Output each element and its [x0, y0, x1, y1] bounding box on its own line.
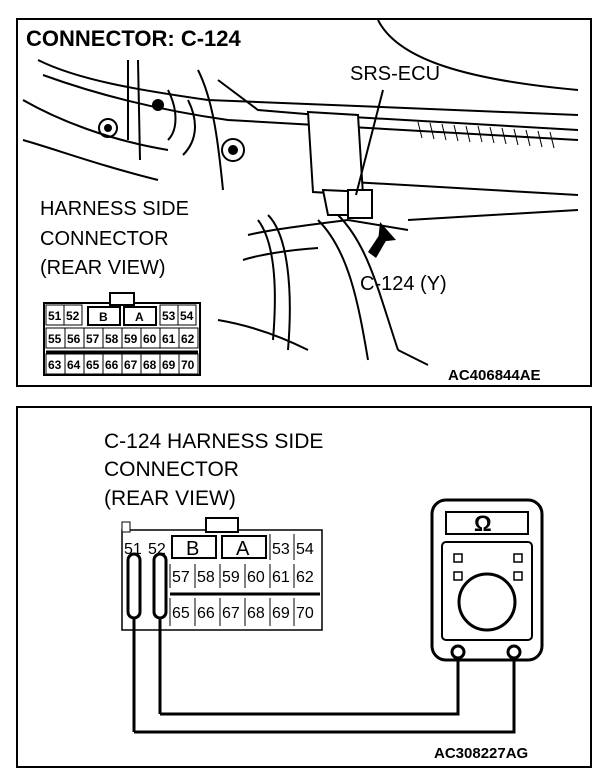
harness-label-line-3: (REAR VIEW) [40, 257, 166, 279]
pin-label: B [99, 310, 108, 324]
pin-label: 70 [181, 358, 195, 372]
ecu-leader-line [355, 89, 384, 196]
pin-label: 57 [86, 332, 100, 346]
pin-label: 53 [272, 541, 290, 558]
pin-label: 58 [197, 569, 215, 586]
pin-label: 62 [181, 332, 195, 346]
pin-label: 63 [48, 358, 62, 372]
pin-label: 55 [48, 332, 62, 346]
pin-label: 60 [247, 569, 265, 586]
pin-label: 51 [48, 309, 62, 323]
label-line-2: CONNECTOR [104, 458, 239, 481]
test-probe-2 [152, 552, 168, 714]
pin-label: 66 [105, 358, 119, 372]
harness-label-line-1: HARNESS SIDE [40, 198, 189, 220]
pin-label: 53 [162, 309, 176, 323]
pin-label: 69 [272, 605, 290, 622]
test-leads [134, 654, 516, 734]
pin-label: 66 [197, 605, 215, 622]
pin-label: 52 [66, 309, 80, 323]
pin-label: 67 [222, 605, 240, 622]
pin-label: 54 [296, 541, 314, 558]
vehicle-location-illustration: CONNECTOR: C-124 SRS-ECU HARNESS SIDE CO… [22, 19, 579, 384]
connector-arrow [368, 222, 396, 258]
pin-label: 65 [86, 358, 100, 372]
label-line-3: (REAR VIEW) [104, 487, 236, 510]
figure-code-top: AC406844AE [448, 367, 541, 384]
pin-label: 65 [172, 605, 190, 622]
connector-callout: C-124 (Y) [360, 273, 447, 295]
pin-label: 60 [143, 332, 157, 346]
connector-face-bottom: 51 52 B A 53 54 5 5 57 58 59 60 61 62 65 [121, 517, 323, 631]
connector-location-panel: CONNECTOR: C-124 SRS-ECU HARNESS SIDE CO… [16, 18, 592, 387]
label-line-1: C-124 HARNESS SIDE [104, 430, 323, 453]
ohm-icon: Ω [474, 511, 492, 536]
test-probe-1 [126, 552, 142, 732]
dash-hatching [417, 121, 555, 149]
pin-label: 69 [162, 358, 176, 372]
pin-label: 56 [67, 332, 81, 346]
page-title: CONNECTOR: C-124 [26, 26, 242, 51]
bolt-icons [98, 99, 245, 162]
pin-label: 68 [143, 358, 157, 372]
harness-label-line-2: CONNECTOR [40, 228, 169, 250]
ecu-label: SRS-ECU [350, 63, 440, 85]
srs-ecu-unit [306, 110, 373, 219]
pin-label: 54 [180, 309, 194, 323]
pin-label: 64 [67, 358, 81, 372]
pin-label: A [135, 310, 144, 324]
dashboard-sketch [22, 19, 579, 366]
pin-label: 67 [124, 358, 138, 372]
pin-label: 59 [124, 332, 138, 346]
pin-label: 61 [162, 332, 176, 346]
measurement-diagram: C-124 HARNESS SIDE CONNECTOR (REAR VIEW)… [104, 430, 544, 762]
pin-label: 68 [247, 605, 265, 622]
multimeter-icon: Ω [430, 498, 544, 662]
resistance-measurement-panel: C-124 HARNESS SIDE CONNECTOR (REAR VIEW)… [16, 406, 592, 768]
pin-label: 61 [272, 569, 290, 586]
pin-label: 70 [296, 605, 314, 622]
pin-label: 58 [105, 332, 119, 346]
figure-code-bottom: AC308227AG [434, 745, 528, 762]
connector-face-top: 51 52 B A 53 54 55 56 57 58 59 60 61 62 [43, 292, 201, 376]
pin-label: B [186, 538, 199, 560]
pin-label: A [236, 538, 250, 560]
pin-label: 59 [222, 569, 240, 586]
pin-label: 62 [296, 569, 314, 586]
pin-label: 57 [172, 569, 190, 586]
